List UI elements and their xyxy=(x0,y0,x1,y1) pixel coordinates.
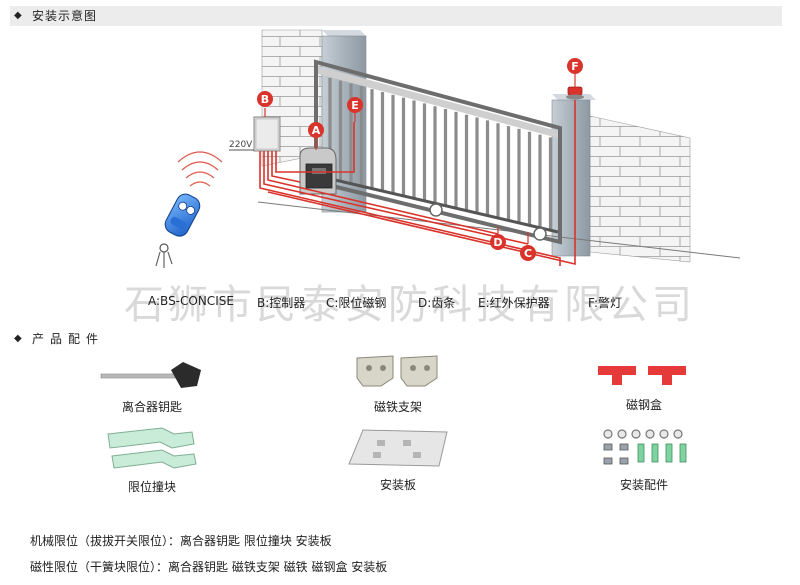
right-brick-wall xyxy=(589,115,691,263)
marker-b-letter: B xyxy=(261,93,269,106)
motor-icon xyxy=(299,147,337,195)
section-title-install: 安装示意图 xyxy=(32,9,98,23)
part-hardware: 安装配件 xyxy=(564,426,724,493)
control-box-icon xyxy=(253,116,281,152)
limit-block-icon xyxy=(107,427,197,469)
legend-item-d: D:齿条 xyxy=(418,296,456,310)
marker-a: A xyxy=(308,122,324,150)
installation-diagram: 220V B A xyxy=(155,29,741,268)
part-label: 离合器钥匙 xyxy=(121,400,182,414)
magnet-bracket-icon xyxy=(356,355,438,387)
marker-d-letter: D xyxy=(493,236,502,249)
part-label: 磁钢盒 xyxy=(625,398,662,412)
part-clutch-key: 离合器钥匙 xyxy=(72,356,232,415)
diamond-bullet-icon: ◆ xyxy=(14,10,22,21)
part-magnet-box: 磁钢盒 xyxy=(564,360,724,413)
legend-item-e: E:红外保护器 xyxy=(478,296,550,310)
marker-c: C xyxy=(520,232,536,261)
part-magnet-bracket: 磁铁支架 xyxy=(318,352,478,415)
section-header-parts: ◆ 产品配件 xyxy=(10,329,782,349)
legend-item-c: C:限位磁钢 xyxy=(326,296,387,310)
note-mechanical-limit: 机械限位（拔拔开关限位）：离合器钥匙 限位撞块 安装板 xyxy=(30,534,332,548)
hardware-icon xyxy=(603,429,687,465)
diamond-bullet-icon: ◆ xyxy=(14,333,22,344)
marker-e: E xyxy=(347,97,363,122)
part-limit-block: 限位撞块 xyxy=(72,424,232,495)
marker-a-letter: A xyxy=(312,124,321,137)
part-label: 安装板 xyxy=(379,478,416,492)
legend-item-f: F:警灯 xyxy=(588,296,623,310)
marker-b: B xyxy=(257,91,273,117)
ground-line xyxy=(257,201,741,259)
magnet-box-icon xyxy=(598,366,686,385)
marker-e-letter: E xyxy=(351,99,359,112)
marker-f: F xyxy=(567,58,583,87)
clutch-key-icon xyxy=(100,362,201,388)
company-watermark: 石狮市民泰安防科技有限公司 xyxy=(124,282,696,328)
note-magnetic-limit: 磁性限位（干簧块限位）：离合器钥匙 磁铁支架 磁铁 磁钢盒 安装板 xyxy=(30,560,388,574)
part-mounting-plate: 安装板 xyxy=(318,426,478,493)
part-label: 限位撞块 xyxy=(127,480,176,494)
legend-item-a: A:BS-CONCISE xyxy=(148,294,234,308)
marker-d: D xyxy=(490,227,506,250)
warning-lamp-icon xyxy=(566,86,584,100)
wiring xyxy=(259,100,576,266)
sliding-gate xyxy=(314,59,562,245)
section-header-install: ◆ 安装示意图 xyxy=(10,6,782,26)
marker-c-letter: C xyxy=(524,247,532,260)
part-label: 安装配件 xyxy=(619,478,668,492)
part-label: 磁铁支架 xyxy=(373,400,422,414)
section-title-parts: 产品配件 xyxy=(32,332,105,346)
remote-control-icon xyxy=(155,151,223,268)
mounting-plate-icon xyxy=(348,429,448,467)
power-label: 220V xyxy=(229,140,253,150)
legend-item-b: B:控制器 xyxy=(257,296,306,310)
marker-f-letter: F xyxy=(571,60,579,73)
